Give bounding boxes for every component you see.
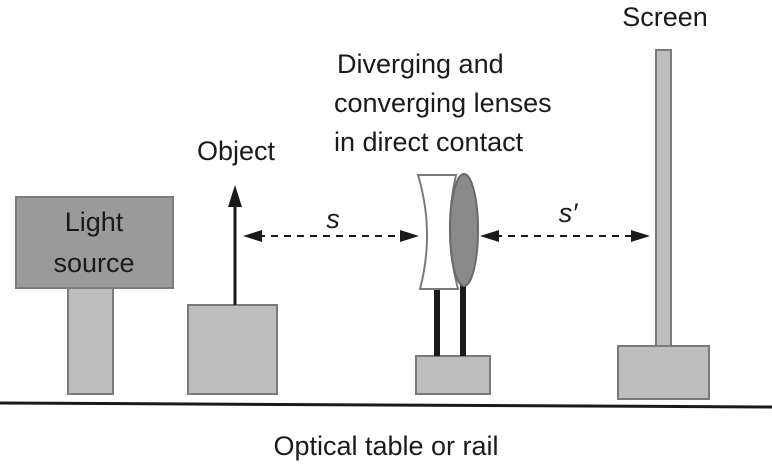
lenses-label-line1: Diverging and — [337, 49, 504, 79]
light-source-label-line2: source — [53, 248, 134, 278]
converging-lens — [449, 173, 479, 287]
lenses-label-line2: converging lenses — [334, 88, 552, 118]
light-source: Light source — [15, 196, 174, 395]
lens-assembly: Diverging and converging lenses in direc… — [334, 49, 552, 395]
light-source-box — [15, 196, 174, 289]
converging-lens-post — [460, 283, 466, 356]
object-distance-label: s — [326, 204, 340, 234]
object-stand — [187, 304, 278, 395]
image-distance-left-arrowhead — [480, 230, 499, 242]
object-label: Object — [197, 136, 276, 166]
diverging-lens-post — [434, 288, 440, 356]
image-distance-arrow: s′ — [480, 198, 650, 242]
light-source-stand — [67, 287, 114, 395]
screen: Screen — [617, 2, 710, 400]
object-distance-arrow: s — [243, 204, 419, 242]
lens-stand-base — [415, 355, 491, 395]
screen-stand — [617, 345, 710, 400]
object-arrow-head — [228, 185, 242, 207]
light-source-label-line1: Light — [65, 207, 124, 237]
lenses-label-line3: in direct contact — [334, 127, 524, 157]
image-distance-right-arrowhead — [631, 230, 650, 242]
screen-label: Screen — [622, 2, 708, 32]
optical-table-label: Optical table or rail — [273, 431, 498, 461]
object-distance-right-arrowhead — [400, 230, 419, 242]
object-distance-left-arrowhead — [243, 230, 262, 242]
optical-table-line — [0, 401, 772, 409]
screen-panel — [655, 49, 672, 347]
image-distance-label: s′ — [559, 198, 579, 228]
object: Object — [187, 136, 278, 395]
